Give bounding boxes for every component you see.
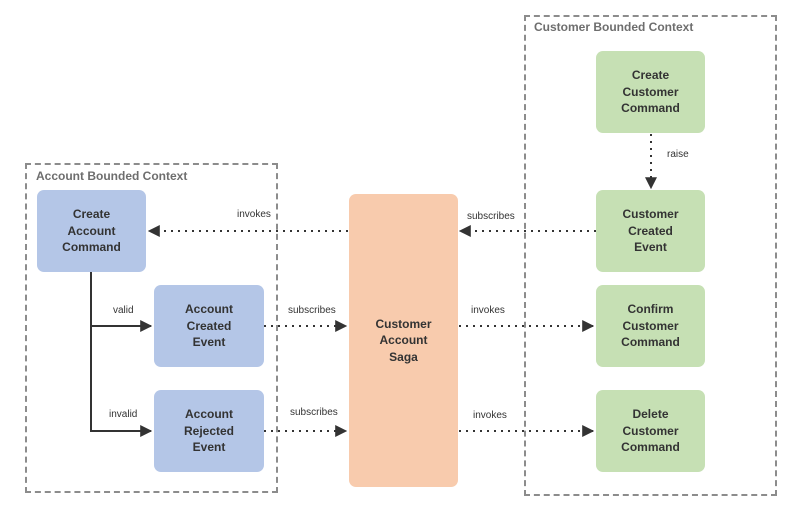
customer-account-saga-node: Customer Account Saga [349, 194, 458, 487]
node-line: Event [192, 335, 226, 350]
node-line: Customer [622, 423, 679, 438]
node-line: Account [67, 223, 116, 238]
invokes-delete-label: invokes [473, 410, 507, 421]
account-context-title: Account Bounded Context [36, 169, 188, 183]
valid-label: valid [113, 305, 134, 316]
node-line: Customer [622, 84, 679, 99]
node-line: Account [185, 302, 233, 317]
node-line: Event [634, 240, 667, 255]
customer-bounded-context [524, 15, 777, 496]
subscribes-rejected-label: subscribes [290, 407, 338, 418]
create-account-command-node: Create Account Command [37, 190, 146, 272]
node-line: Saga [389, 349, 418, 364]
node-line: Event [192, 440, 226, 455]
invokes-create-account-label: invokes [237, 209, 271, 220]
raise-label: raise [667, 149, 689, 160]
subscribes-customer-created-label: subscribes [467, 211, 515, 222]
confirm-customer-command-node: Confirm Customer Command [596, 285, 705, 367]
account-bounded-context [25, 163, 278, 493]
node-line: Command [621, 335, 680, 350]
subscribes-created-label: subscribes [288, 305, 336, 316]
node-line: Created [186, 318, 232, 333]
account-rejected-event-node: Account Rejected Event [154, 390, 264, 472]
node-line: Customer [622, 207, 679, 222]
customer-context-title: Customer Bounded Context [534, 20, 694, 34]
node-line: Account [379, 333, 428, 348]
invalid-label: invalid [109, 409, 138, 420]
delete-customer-command-node: Delete Customer Command [596, 390, 705, 472]
node-line: Created [628, 223, 673, 238]
account-created-event-node: Account Created Event [154, 285, 264, 367]
node-line: Command [62, 240, 121, 255]
invalid-connector [90, 326, 153, 437]
customer-created-event-node: Customer Created Event [596, 190, 705, 272]
node-line: Confirm [627, 302, 674, 317]
node-line: Customer [622, 318, 679, 333]
node-line: Command [621, 440, 680, 455]
node-line: Create [631, 68, 670, 83]
node-line: Rejected [183, 423, 235, 438]
node-line: Delete [632, 407, 669, 422]
invokes-confirm-label: invokes [471, 305, 505, 316]
node-line: Customer [375, 316, 432, 331]
node-line: Command [621, 101, 680, 116]
node-line: Account [185, 407, 233, 422]
node-line: Create [72, 207, 111, 222]
create-customer-command-node: Create Customer Command [596, 51, 705, 133]
